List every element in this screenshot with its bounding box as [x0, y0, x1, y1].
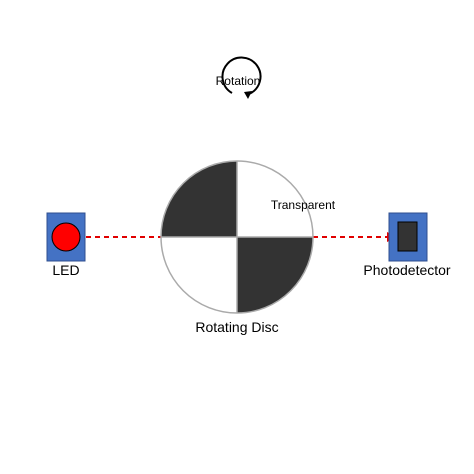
disc-outline [160, 160, 314, 314]
rotating-disc: Transparent Rotating Disc [160, 160, 336, 335]
rotation-label: Rotation [216, 74, 261, 88]
led-icon [51, 222, 81, 252]
photodetector-sensor-icon [397, 221, 418, 252]
photodetector-module: Photodetector [363, 212, 451, 278]
led-label: LED [52, 262, 79, 278]
disc-label: Rotating Disc [195, 319, 278, 335]
led-module: LED [46, 212, 86, 278]
disc-segment-opaque-bottom-right [237, 237, 313, 313]
rotation-arrowhead-icon [244, 91, 252, 99]
transparent-label: Transparent [271, 198, 336, 212]
disc-segment-transparent-bottom-left [161, 237, 237, 313]
disc-segment-transparent-top-right [237, 161, 313, 237]
photodetector-label: Photodetector [363, 262, 451, 278]
rotation-indicator: Rotation [216, 56, 262, 99]
rotation-arrow-icon [221, 56, 262, 95]
disc-segment-opaque-top-left [161, 161, 237, 237]
